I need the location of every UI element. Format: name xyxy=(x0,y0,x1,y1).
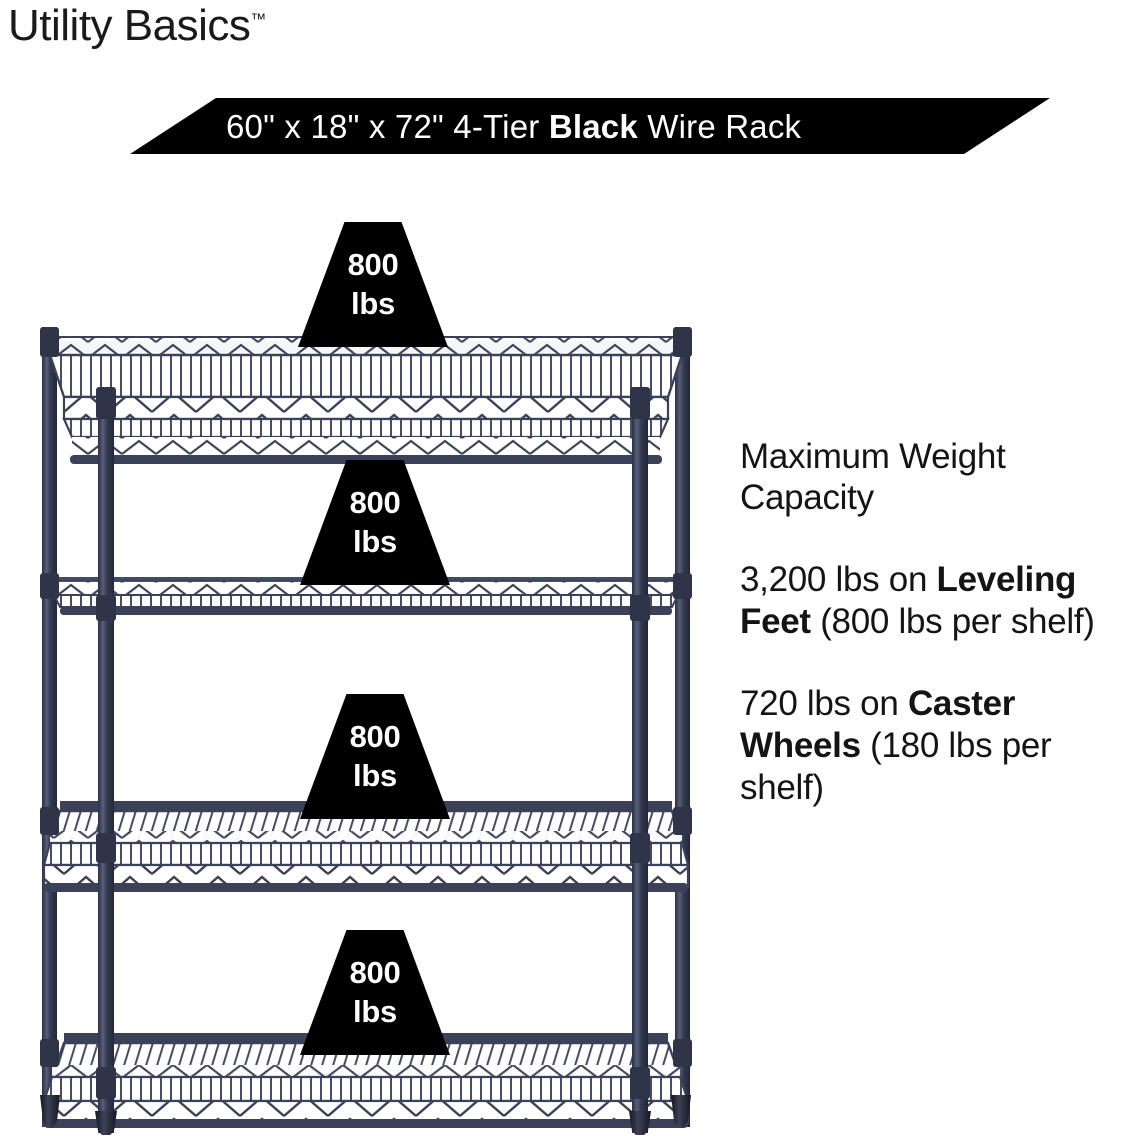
banner-title: 60" x 18" x 72" 4-Tier Black Wire Rack xyxy=(226,110,801,143)
badge-value: 800 xyxy=(349,954,401,990)
badge-value: 800 xyxy=(349,718,401,754)
rear-posts xyxy=(42,327,690,1127)
badge-label: 800 lbs xyxy=(298,222,448,347)
shelf-upper-middle xyxy=(50,577,682,615)
leveling-lead: 3,200 lbs on xyxy=(740,559,937,599)
rack-drawing xyxy=(40,327,692,1135)
capacity-badge: 800 lbs xyxy=(300,460,450,585)
caster-wheels-capacity: 720 lbs on Caster Wheels (180 lbs per sh… xyxy=(740,683,1130,809)
capacity-badge: 800 lbs xyxy=(298,222,448,347)
capacity-badge: 800 lbs xyxy=(300,694,450,819)
banner-title-prefix: 60" x 18" x 72" 4-Tier xyxy=(226,107,549,145)
leveling-feet-capacity: 3,200 lbs on Leveling Feet (800 lbs per … xyxy=(740,559,1130,643)
capacity-info-block: Maximum Weight Capacity 3,200 lbs on Lev… xyxy=(740,436,1130,809)
trademark-icon: ™ xyxy=(250,11,267,29)
leveling-emphasis: Leveling Feet xyxy=(740,559,1077,641)
title-banner: 60" x 18" x 72" 4-Tier Black Wire Rack xyxy=(130,98,1050,154)
leveling-tail: (800 lbs per shelf) xyxy=(810,601,1095,641)
badge-unit: lbs xyxy=(351,285,395,321)
badge-unit: lbs xyxy=(353,993,397,1029)
wire-rack-illustration xyxy=(20,215,730,1135)
brand-name: Utility Basics xyxy=(8,1,251,50)
shelf-top xyxy=(48,336,684,464)
badge-unit: lbs xyxy=(353,757,397,793)
badge-value: 800 xyxy=(347,246,399,282)
brand-wordmark: Utility Basics™ xyxy=(8,4,266,48)
banner-title-emphasis: Black xyxy=(548,107,638,145)
caster-emphasis: Caster Wheels xyxy=(740,683,1016,765)
caster-lead: 720 lbs on xyxy=(740,683,908,723)
badge-label: 800 lbs xyxy=(300,694,450,819)
leveling-feet xyxy=(40,1095,691,1135)
badge-label: 800 lbs xyxy=(300,460,450,585)
caster-tail: (180 lbs per shelf) xyxy=(740,725,1052,807)
badge-unit: lbs xyxy=(353,523,397,559)
badge-value: 800 xyxy=(349,484,401,520)
capacity-badge: 800 lbs xyxy=(300,930,450,1055)
front-posts xyxy=(98,391,648,1133)
banner-title-suffix: Wire Rack xyxy=(637,107,802,145)
post-collars xyxy=(40,327,692,1099)
shelf-bottom xyxy=(42,1033,690,1128)
capacity-heading: Maximum Weight Capacity xyxy=(740,437,1006,518)
badge-label: 800 lbs xyxy=(300,930,450,1055)
